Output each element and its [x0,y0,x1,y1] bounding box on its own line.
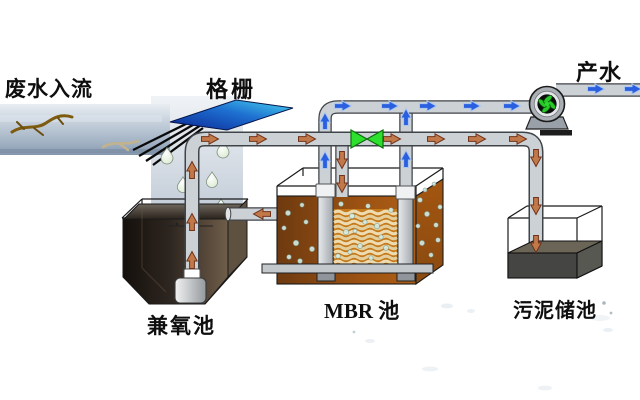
debris-branches [10,114,140,152]
label-product-water: 产水 [576,60,623,85]
label-mbr-tank: MBR 池 [324,299,400,323]
bubble [428,252,434,258]
bubble [335,253,341,259]
bubble [419,240,425,246]
bubble [368,255,374,261]
label-screen: 格栅 [206,77,257,102]
influent-stream [0,104,170,155]
bubble [349,213,355,219]
membrane-sheet [333,254,399,261]
bubble [383,245,389,251]
bubble [422,187,428,193]
bubble [347,249,353,255]
membrane-frame-left [317,188,334,277]
bubble [431,181,437,187]
label-influent: 废水入流 [5,77,93,101]
bubble [297,258,303,264]
bubble [352,228,358,234]
bubble [281,225,287,231]
bubble [286,254,292,260]
bubble [388,207,394,213]
bubble [365,203,371,209]
bubble [338,201,344,207]
bubble [424,211,430,217]
bubble [309,246,315,252]
bubble [285,210,291,216]
pipe-coupling [395,185,416,200]
aeration-bar [261,263,434,274]
label-anoxic-tank: 兼氧池 [147,314,216,338]
bubble [357,243,363,249]
membrane-sheet [333,249,399,256]
bubble [415,223,421,229]
fan-icon [538,95,556,113]
bubble [437,204,443,210]
screen-plate [169,99,294,131]
membrane-sheet [333,209,399,216]
membrane-sheet [333,224,399,231]
membrane-frame-right [397,190,414,277]
bubble [433,222,439,228]
pipe-coupling [315,183,336,198]
bubble [417,197,423,203]
label-sludge-tank: 污泥储池 [513,300,597,322]
bubble [374,223,380,229]
sludge-fill [507,240,603,279]
bubble [342,228,350,236]
submersible-pump [174,268,207,304]
bubble [362,219,368,225]
mbr-tank [261,167,444,286]
membrane-sheet [333,234,399,241]
bubble [435,237,441,243]
bubble [292,239,300,247]
product-pump [525,83,640,136]
scan-smudges [352,301,613,391]
membrane-sheet [333,214,399,221]
membrane-sheet [333,239,399,246]
bubble [378,234,384,240]
aeration-bubbles [281,181,443,264]
bubble [299,202,305,208]
bubble [303,219,309,225]
